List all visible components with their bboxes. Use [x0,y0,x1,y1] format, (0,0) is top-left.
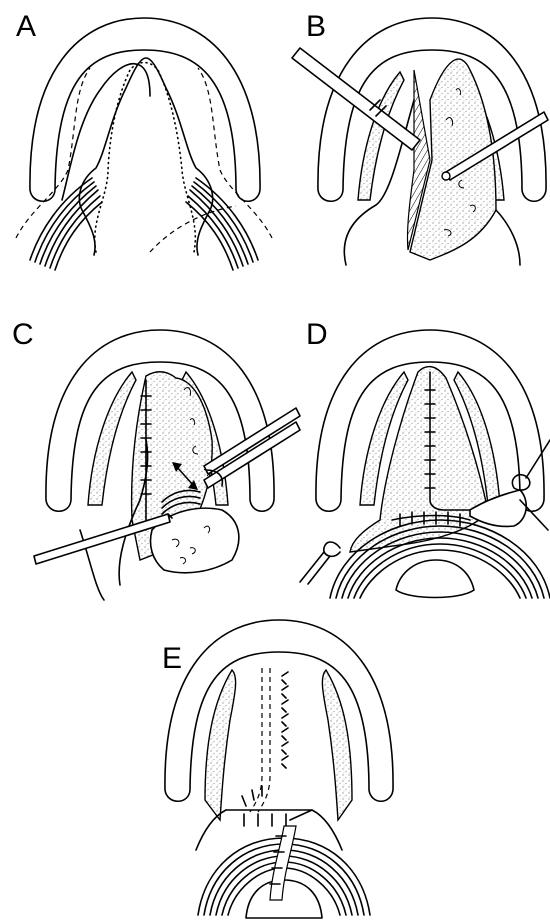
panel-d-left-retractor [300,542,340,584]
panel-d-drawing [300,330,550,598]
panel-label-a: A [16,12,36,42]
panel-a-drawing [16,18,272,270]
panel-e-sutures [242,672,288,826]
panel-e-drawing [165,620,393,918]
panel-b-drawing [292,18,548,265]
panel-label-b: B [306,12,326,42]
panel-label-d: D [306,320,328,350]
panel-label-e: E [162,644,182,674]
panel-label-c: C [12,320,34,350]
panel-c-drawing [34,330,300,600]
